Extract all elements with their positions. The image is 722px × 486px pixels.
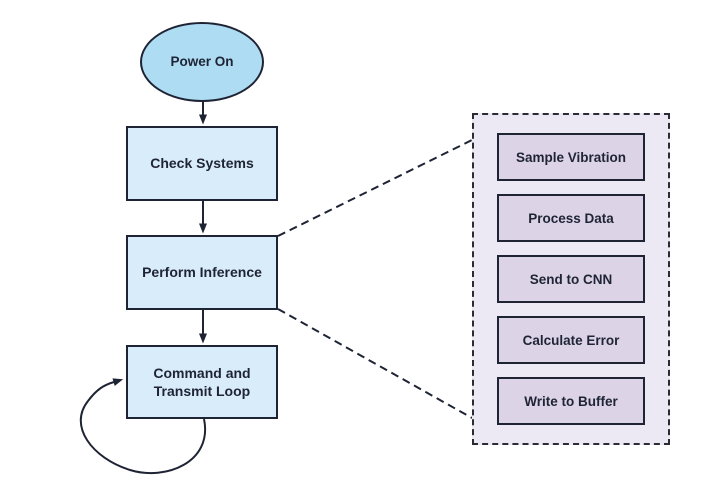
- detail-step-send-to-cnn: Send to CNN: [497, 255, 645, 303]
- dashed-connector-bottom: [277, 308, 473, 419]
- node-check-systems-label: Check Systems: [150, 155, 254, 172]
- dashed-connector-top: [277, 139, 473, 237]
- node-power-on-label: Power On: [170, 54, 234, 70]
- node-power-on: Power On: [140, 22, 264, 102]
- detail-step-write-to-buffer: Write to Buffer: [497, 377, 645, 425]
- detail-step-process-data: Process Data: [497, 194, 645, 242]
- node-perform-inference-label: Perform Inference: [142, 264, 262, 281]
- node-command-transmit-loop: Command and Transmit Loop: [126, 345, 278, 419]
- detail-step-sample-vibration: Sample Vibration: [497, 133, 645, 181]
- node-check-systems: Check Systems: [126, 126, 278, 201]
- node-command-transmit-loop-label: Command and Transmit Loop: [153, 364, 251, 399]
- detail-step-label: Send to CNN: [529, 271, 613, 287]
- node-perform-inference: Perform Inference: [126, 235, 278, 310]
- detail-step-calculate-error: Calculate Error: [497, 316, 645, 364]
- detail-step-label: Calculate Error: [522, 332, 620, 348]
- detail-step-label: Process Data: [528, 210, 614, 226]
- detail-step-label: Write to Buffer: [524, 393, 618, 409]
- detail-step-label: Sample Vibration: [515, 149, 627, 165]
- inference-detail-panel: Sample Vibration Process Data Send to CN…: [472, 113, 670, 445]
